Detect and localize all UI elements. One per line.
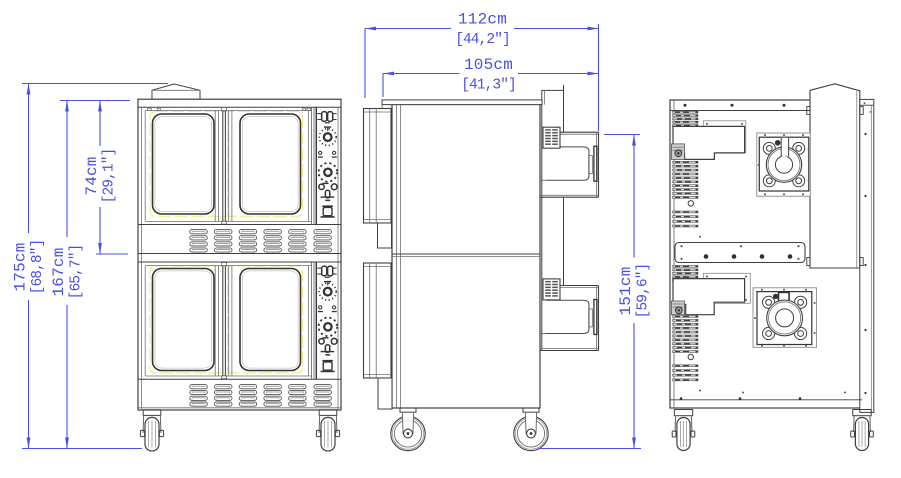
svg-text:151cm: 151cm: [617, 266, 635, 315]
svg-text:[44,2″]: [44,2″]: [455, 32, 510, 48]
svg-text:[59,6″]: [59,6″]: [636, 264, 652, 319]
svg-text:[68,8″]: [68,8″]: [30, 240, 46, 295]
svg-text:[65,7″]: [65,7″]: [69, 245, 85, 300]
svg-text:105cm: 105cm: [464, 56, 513, 74]
svg-text:167cm: 167cm: [50, 247, 68, 296]
svg-text:74cm: 74cm: [83, 156, 101, 195]
svg-text:175cm: 175cm: [12, 242, 30, 291]
svg-text:112cm: 112cm: [458, 11, 507, 29]
svg-text:[41,3″]: [41,3″]: [461, 78, 516, 94]
svg-text:[29,1″]: [29,1″]: [102, 149, 118, 204]
